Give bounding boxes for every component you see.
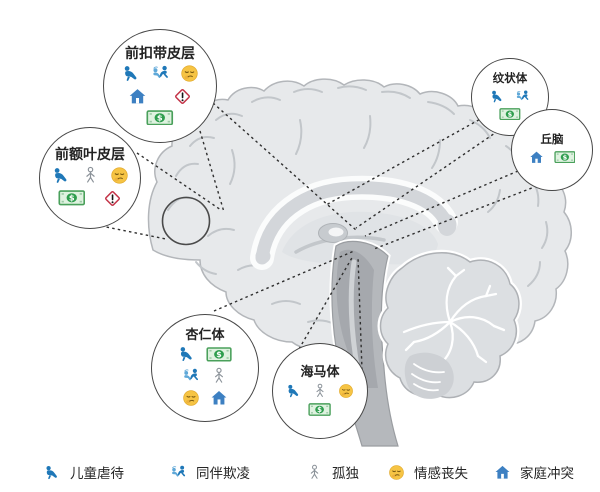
region-icons: $ [490,88,530,121]
svg-text:$: $ [216,350,221,359]
poverty-icon: $ [206,346,232,362]
region-callout-hippocampus: 海马体 $ [272,343,368,439]
emotional-loss-icon [338,383,354,399]
icon-row [182,389,228,407]
corpus-callosum [250,175,458,270]
svg-text:$: $ [157,113,163,123]
peer-bullying-icon [515,89,530,104]
region-title: 前扣带皮层 [125,44,195,61]
loneliness-icon [312,383,328,399]
icon-row [128,87,192,106]
icon-row [52,166,129,185]
region-title: 前额叶皮层 [55,146,125,163]
region-callout-amygdala: 杏仁体 $ [151,314,259,422]
emotional-loss-icon [182,389,200,407]
warning-icon [173,87,192,106]
region-title: 丘脑 [540,134,564,147]
region-icons: $ [52,165,129,209]
child-abuse-icon [122,64,141,83]
icon-row [122,64,199,83]
region-icons: $ [286,382,354,417]
icon-row: $ [308,402,332,416]
child-abuse-icon [178,345,196,363]
callout-connector-lines [100,102,538,371]
icon-row: $ [178,345,232,363]
poverty-icon: $ [554,151,576,164]
icon-row: $ [58,189,123,208]
region-icons: $ [122,63,199,127]
icon-row [182,367,228,385]
warning-icon [103,189,122,208]
icon-row: $ [146,110,174,126]
poverty-icon: $ [499,107,521,120]
region-icons: $ [529,149,576,166]
peer-bullying-icon [182,367,200,385]
child-abuse-icon [490,89,505,104]
region-title: 杏仁体 [185,326,225,342]
emotional-loss-icon [110,166,129,185]
child-abuse-icon [286,383,302,399]
region-icons: $ [178,344,232,408]
poverty-icon: $ [58,190,86,206]
icon-row: $ [529,150,576,165]
svg-text:$: $ [562,154,567,162]
icon-row [490,89,530,104]
loneliness-icon [81,166,100,185]
region-title: 海马体 [300,364,340,380]
child-abuse-icon [52,166,71,185]
svg-text:$: $ [318,406,323,414]
family-conflict-icon [210,389,228,407]
loneliness-icon [210,367,228,385]
region-title: 纹状体 [492,73,528,86]
cerebellum [377,249,522,401]
svg-text:$: $ [508,110,513,118]
poverty-icon: $ [308,402,332,416]
peer-bullying-icon [151,64,170,83]
family-conflict-icon [128,87,147,106]
icon-row: $ [499,107,521,120]
region-marker-circle [161,196,211,246]
region-callout-prefrontal-cortex: 前额叶皮层 $ [39,127,141,229]
region-callout-thalamus: 丘脑 $ [511,109,593,191]
poverty-icon: $ [146,110,174,126]
region-callout-anterior-cingulate-cortex: 前扣带皮层 $ [103,29,217,143]
icon-row [286,383,354,399]
emotional-loss-icon [180,64,199,83]
svg-text:$: $ [69,193,75,203]
family-conflict-icon [529,150,544,165]
